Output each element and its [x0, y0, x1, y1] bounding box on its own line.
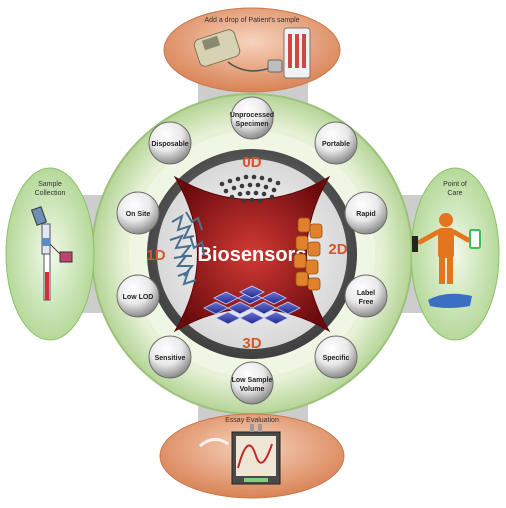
feature-label: Free	[359, 299, 374, 306]
feature-label: Volume	[240, 386, 265, 393]
feature-label: Low LOD	[123, 294, 154, 301]
glucometer-device-icon	[193, 27, 311, 79]
feature-label: Specific	[323, 355, 350, 362]
point-of-care-panel	[410, 167, 500, 341]
feature-label: Sensitive	[155, 355, 186, 362]
sample-collection-caption-2: Collection	[35, 190, 66, 197]
feature-rapid: Rapid	[344, 191, 388, 235]
patient-sample-caption: Add a drop of Patient's sample	[204, 17, 299, 24]
feature-ball	[230, 361, 274, 405]
feature-label: On Site	[126, 211, 151, 218]
sample-collection-caption-1: Sample	[38, 181, 62, 188]
feature-label: Low Sample	[232, 377, 273, 384]
point-of-care-caption-1: Point of	[443, 181, 467, 188]
feature-specific: Specific	[314, 335, 358, 379]
feature-ball	[344, 191, 388, 235]
biosensors-core	[173, 175, 331, 333]
blood-sample-tube-icon	[30, 206, 73, 301]
zero-d-nanoparticles-icon	[219, 174, 281, 204]
feature-label: Specimen	[235, 121, 268, 128]
feature-disposable: Disposable	[148, 121, 192, 165]
two-d-nanosheets-icon	[293, 217, 323, 291]
feature-ball	[148, 335, 192, 379]
point-of-care-caption-2: Care	[447, 190, 462, 197]
feature-ball	[314, 121, 358, 165]
feature-label: Label	[357, 290, 375, 297]
feature-portable: Portable	[314, 121, 358, 165]
feature-ball	[314, 335, 358, 379]
one-d-nanowires-icon	[169, 211, 205, 286]
dim-label-2d: 2D	[328, 241, 347, 258]
dim-label-1d: 1D	[146, 247, 165, 264]
feature-ball	[116, 191, 160, 235]
signal-monitor-icon	[199, 424, 281, 485]
feature-label: Rapid	[356, 211, 375, 218]
feature-label: Portable	[322, 141, 350, 148]
dim-label-0d: 0D	[242, 154, 261, 171]
person-with-phone-icon	[412, 213, 481, 308]
feature-ball	[230, 96, 274, 140]
feature-sensitive: Sensitive	[148, 335, 192, 379]
feature-on-site: On Site	[116, 191, 160, 235]
biosensors-title: Biosensors	[198, 244, 307, 266]
feature-label: Disposable	[151, 141, 188, 148]
feature-ball	[148, 121, 192, 165]
feature-low-lod: Low LOD	[116, 274, 160, 318]
feature-ball	[344, 274, 388, 318]
essay-evaluation-caption: Essay Evaluation	[225, 417, 279, 424]
feature-label: Unprocessed	[230, 112, 274, 119]
feature-ball	[116, 274, 160, 318]
dim-label-3d: 3D	[242, 335, 261, 352]
three-d-nanostructures-icon	[203, 285, 301, 325]
